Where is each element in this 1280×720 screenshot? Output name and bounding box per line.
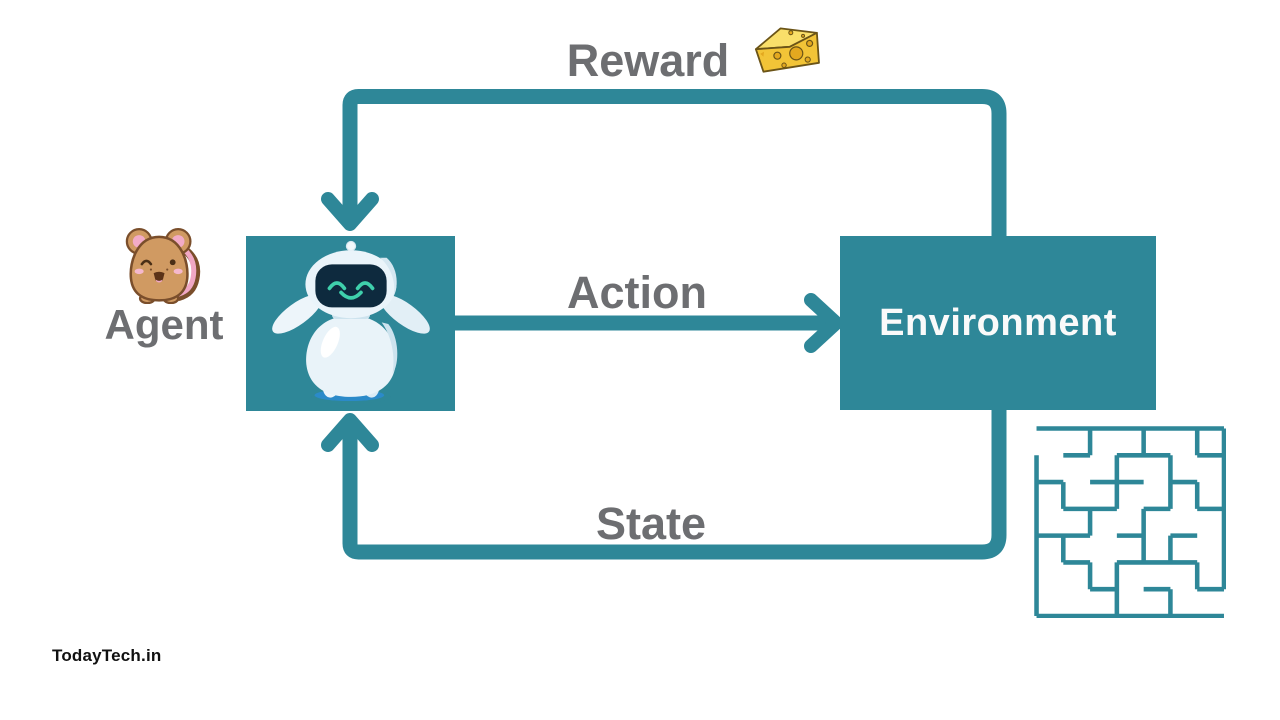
cheese-icon (754, 27, 820, 73)
reward-label: Reward (566, 35, 730, 86)
reward-path (342, 89, 1007, 238)
environment-label: Environment (879, 301, 1117, 344)
action-label: Action (567, 267, 707, 318)
robot-icon (272, 240, 430, 404)
environment-node: Environment (840, 236, 1156, 410)
state-arrowhead-icon (321, 413, 379, 452)
maze-icon (1034, 426, 1226, 618)
action-arrowhead-icon (804, 293, 843, 353)
state-label: State (595, 498, 707, 549)
watermark: TodayTech.in (52, 646, 162, 665)
reward-arrowhead-icon (321, 192, 379, 231)
agent-node (246, 236, 455, 411)
mouse-icon (125, 228, 201, 304)
agent-label: Agent (104, 301, 224, 348)
